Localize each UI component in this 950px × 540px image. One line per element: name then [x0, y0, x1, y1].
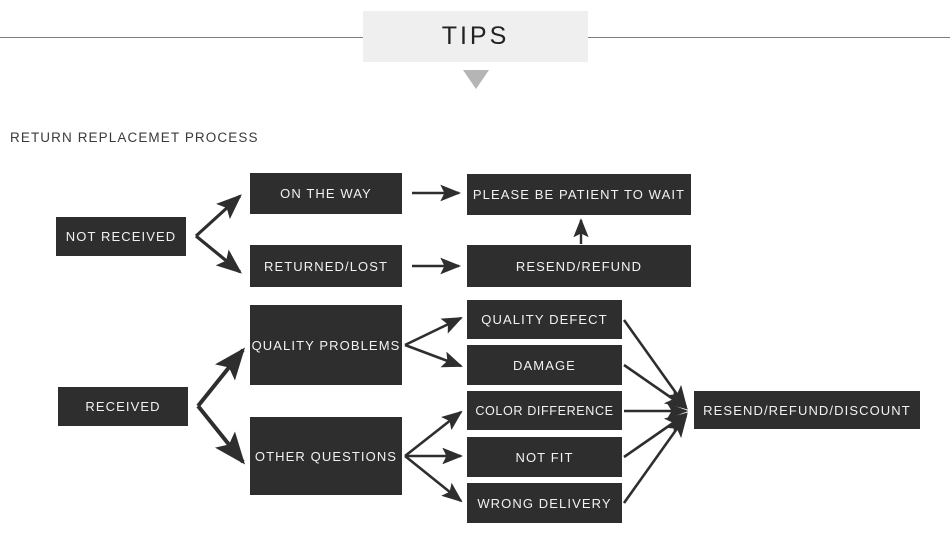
node-wrong-delivery[interactable]: WRONG DELIVERY: [467, 483, 622, 523]
connector-received-fan: [196, 347, 246, 465]
connector-not-received-fan: [194, 194, 242, 274]
node-quality-defect[interactable]: QUALITY DEFECT: [467, 300, 622, 339]
connector-reasons-to-final: [622, 319, 689, 504]
page-title: TIPS: [441, 22, 510, 50]
connector-quality-problems-fan: [404, 316, 463, 368]
section-title: RETURN REPLACEMET PROCESS: [10, 130, 259, 145]
node-other-questions[interactable]: OTHER QUESTIONS: [250, 417, 402, 495]
down-triangle-icon: [463, 70, 489, 89]
node-quality-problems[interactable]: QUALITY PROBLEMS: [250, 305, 402, 385]
connector-other-questions-fan: [404, 410, 464, 503]
node-returned-lost[interactable]: RETURNED/LOST: [250, 245, 402, 287]
node-received[interactable]: RECEIVED: [58, 387, 188, 426]
node-not-received[interactable]: NOT RECEIVED: [56, 217, 186, 256]
node-not-fit[interactable]: NOT FIT: [467, 437, 622, 477]
node-on-the-way[interactable]: ON THE WAY: [250, 173, 402, 214]
node-resend-refund-discount[interactable]: RESEND/REFUND/DISCOUNT: [694, 391, 920, 429]
tips-plate: [363, 11, 588, 62]
node-please-be-patient-to-wait[interactable]: PLEASE BE PATIENT TO WAIT: [467, 174, 691, 215]
node-damage[interactable]: DAMAGE: [467, 345, 622, 385]
node-resend-refund[interactable]: RESEND/REFUND: [467, 245, 691, 287]
node-color-difference[interactable]: COLOR DIFFERENCE: [467, 391, 622, 430]
page-header: TIPS: [0, 0, 950, 100]
